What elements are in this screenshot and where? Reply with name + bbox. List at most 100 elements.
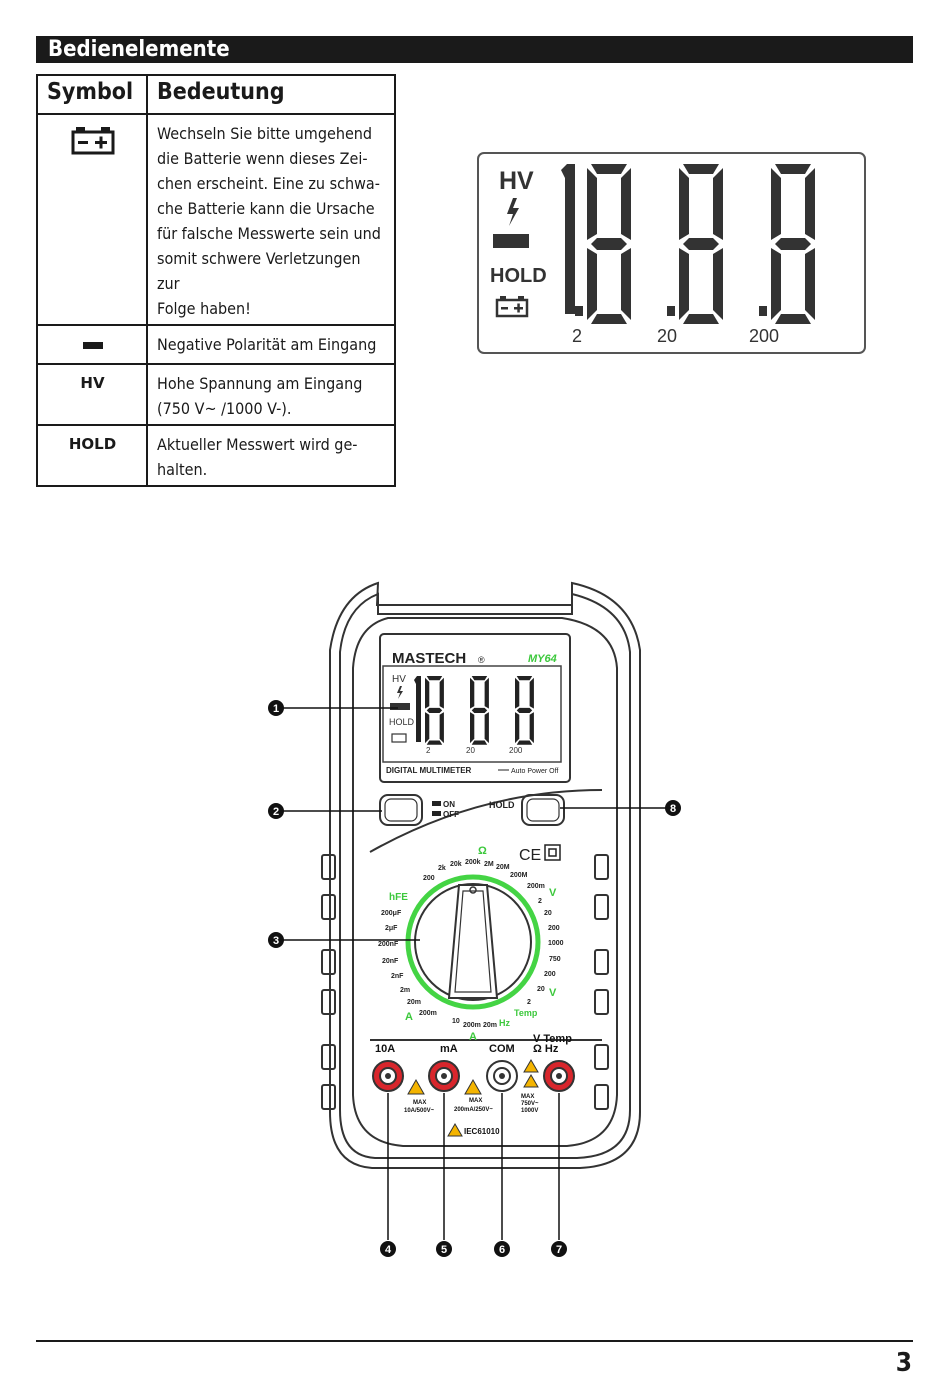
svg-text:20M: 20M [496, 864, 510, 871]
svg-text:200nF: 200nF [378, 941, 399, 948]
col-meaning-header: Bedeutung [146, 74, 396, 115]
svg-text:V Temp: V Temp [533, 1033, 572, 1045]
meter-lcd [382, 665, 562, 763]
svg-text:2m: 2m [400, 987, 410, 994]
svg-text:1000V: 1000V [521, 1108, 538, 1114]
section-title: Bedienelemente [36, 36, 913, 63]
svg-text:200m: 200m [527, 883, 545, 890]
minus-icon [82, 342, 103, 349]
svg-text:3: 3 [273, 935, 279, 947]
svg-text:2: 2 [527, 999, 531, 1006]
svg-text:MAX: MAX [521, 1094, 534, 1100]
brand-logo: MASTECH [392, 650, 466, 667]
power-button[interactable] [379, 794, 423, 826]
battery-icon [495, 298, 529, 318]
svg-text:10A/500V~: 10A/500V~ [404, 1108, 435, 1114]
svg-text:20nF: 20nF [382, 958, 399, 965]
lcd-digit-1 [561, 164, 575, 314]
range-200: 200 [749, 326, 779, 346]
lcd-display: HV HOLD 2 20 200 [477, 152, 866, 354]
svg-text:20: 20 [544, 910, 552, 917]
terminal-v[interactable] [543, 1060, 575, 1092]
svg-text:200: 200 [548, 925, 560, 932]
svg-text:Temp: Temp [514, 1008, 538, 1018]
table-row: HOLD Aktueller Messwert wird ge-halten. [36, 424, 396, 487]
svg-text:20: 20 [537, 986, 545, 993]
battery-icon [71, 127, 114, 155]
lcd-digit-8 [587, 164, 631, 324]
svg-text:1000: 1000 [548, 940, 564, 947]
row-meaning: Negative Polarität am Eingang [146, 324, 396, 365]
model-label: MY64 [528, 653, 557, 665]
digital-multimeter-label: DIGITAL MULTIMETER [386, 766, 472, 775]
svg-text:6: 6 [499, 1244, 505, 1256]
terminal-com[interactable] [486, 1060, 518, 1092]
rotary-dial-ring [405, 874, 541, 1010]
row-symbol: HOLD [36, 424, 148, 487]
svg-text:200: 200 [423, 875, 435, 882]
warning-icon [407, 1078, 425, 1095]
svg-text:200mA/250V~: 200mA/250V~ [454, 1107, 493, 1113]
ce-mark: CE [519, 847, 541, 864]
svg-text:5: 5 [441, 1244, 447, 1256]
svg-text:A: A [469, 1031, 477, 1043]
svg-text:20k: 20k [450, 861, 462, 868]
svg-text:2μF: 2μF [385, 925, 398, 932]
svg-text:Auto Power Off: Auto Power Off [511, 768, 558, 775]
terminal-10a[interactable] [372, 1060, 404, 1092]
minus-segment [493, 234, 529, 248]
table-row: HV Hohe Spannung am Eingang(750 V~ /1000… [36, 363, 396, 426]
warning-icon [523, 1074, 539, 1088]
svg-text:7: 7 [556, 1244, 562, 1256]
svg-text:200m: 200m [419, 1010, 437, 1017]
svg-text:COM: COM [489, 1043, 515, 1055]
svg-text:200m: 200m [463, 1022, 481, 1029]
range-20: 20 [657, 326, 677, 346]
svg-text:mA: mA [440, 1043, 458, 1055]
warning-icon [447, 1123, 463, 1137]
svg-text:2: 2 [273, 806, 279, 818]
svg-text:Hz: Hz [499, 1018, 510, 1028]
range-2: 2 [572, 326, 582, 346]
svg-text:20m: 20m [483, 1022, 497, 1029]
table-row: Negative Polarität am Eingang [36, 324, 396, 365]
svg-text:10A: 10A [375, 1043, 395, 1055]
svg-text:HOLD: HOLD [389, 717, 415, 727]
svg-text:ON: ON [443, 800, 455, 809]
svg-text:IEC61010: IEC61010 [464, 1127, 500, 1136]
row-meaning: Aktueller Messwert wird ge-halten. [146, 424, 396, 487]
warning-icon [523, 1059, 539, 1073]
svg-text:200M: 200M [510, 872, 528, 879]
svg-text:20m: 20m [407, 999, 421, 1006]
symbol-table: Symbol Bedeutung Wechseln Sie bitte umge… [36, 74, 396, 487]
meter-lcd-digits [414, 676, 534, 745]
row-symbol: HV [36, 363, 148, 426]
svg-text:HOLD: HOLD [489, 800, 515, 810]
hold-button[interactable] [521, 794, 565, 826]
svg-text:4: 4 [385, 1244, 392, 1256]
page-number: 3 [895, 1348, 912, 1378]
svg-text:200μF: 200μF [381, 910, 402, 917]
svg-text:OFF: OFF [443, 810, 459, 819]
svg-text:750V~: 750V~ [521, 1101, 539, 1107]
warning-icon [464, 1078, 482, 1095]
svg-text:200k: 200k [465, 859, 481, 866]
terminal-ma[interactable] [428, 1060, 460, 1092]
svg-text:200: 200 [509, 746, 523, 755]
footer-rule [36, 1340, 913, 1342]
svg-text:MAX: MAX [469, 1098, 482, 1104]
svg-text:8: 8 [670, 803, 676, 815]
svg-text:2M: 2M [484, 861, 494, 868]
lcd-digit-8 [771, 164, 815, 324]
svg-text:Ω: Ω [478, 845, 487, 857]
svg-text:1: 1 [273, 703, 279, 715]
svg-text:200: 200 [544, 971, 556, 978]
lcd-digit-8 [679, 164, 723, 324]
multimeter-illustration: MASTECH ® MY64 HV HOLD 2 20 200 DIGITAL … [268, 581, 681, 1257]
svg-text:MAX: MAX [413, 1100, 426, 1106]
battery-icon [391, 733, 407, 743]
lcd-hv-label: HV [499, 167, 534, 195]
lcd-digits [561, 164, 815, 324]
